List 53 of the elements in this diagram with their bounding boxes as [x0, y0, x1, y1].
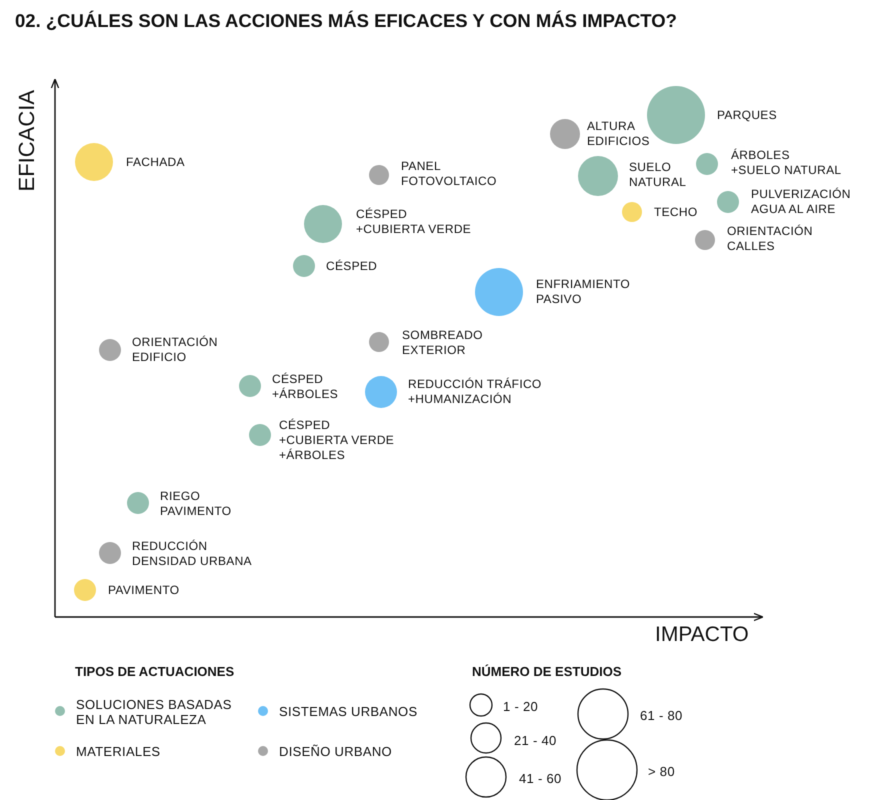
bubble-label: REDUCCIÓN DENSIDAD URBANA [132, 539, 252, 569]
axis-title: EFICACIA [16, 90, 38, 192]
legend-text: 41 - 60 [519, 771, 562, 786]
bubble [622, 202, 642, 222]
legend-text: SISTEMAS URBANOS [279, 704, 418, 719]
bubble-label: REDUCCIÓN TRÁFICO +HUMANIZACIÓN [408, 377, 542, 407]
bubble [127, 492, 149, 514]
legend-text: 21 - 40 [514, 733, 557, 748]
bubble-label: TECHO [654, 205, 698, 220]
bubble [99, 339, 121, 361]
bubble [578, 156, 618, 196]
legend-text: SOLUCIONES BASADAS EN LA NATURALEZA [76, 697, 232, 727]
bubble-label: CÉSPED +ÁRBOLES [272, 372, 338, 402]
bubble [717, 191, 739, 213]
bubble-label: PULVERIZACIÓN AGUA AL AIRE [751, 187, 851, 217]
legend-heading: TIPOS DE ACTUACIONES [75, 665, 234, 678]
title: 02. ¿CUÁLES SON LAS ACCIONES MÁS EFICACES Y CON MÁS IMPACTO? [15, 10, 677, 32]
bubble [304, 205, 342, 243]
legend-text: 61 - 80 [640, 708, 683, 723]
bubble [475, 268, 523, 316]
bubble-label: CÉSPED +CUBIERTA VERDE [356, 207, 472, 237]
bubble-label: CÉSPED +CUBIERTA VERDE +ÁRBOLES [279, 418, 394, 463]
legend-text: DISEÑO URBANO [279, 744, 392, 759]
bubble-label: ENFRIAMIENTO PASIVO [536, 277, 630, 307]
bubble-label: RIEGO PAVIMENTO [160, 489, 232, 519]
legend-text: > 80 [648, 764, 675, 779]
bubble [365, 376, 397, 408]
bubble-label: SUELO NATURAL [629, 160, 686, 190]
bubble-label: ÁRBOLES +SUELO NATURAL [731, 148, 842, 178]
bubble-label: ALTURA EDIFICIOS [587, 119, 650, 149]
bubble [550, 119, 580, 149]
bubble-label: PARQUES [717, 108, 777, 123]
bubble [369, 165, 389, 185]
bubble-label: PANEL FOTOVOLTAICO [401, 159, 497, 189]
bubble [695, 230, 715, 250]
axis-title: IMPACTO [655, 624, 749, 645]
bubble [239, 375, 261, 397]
bubble-label: ORIENTACIÓN CALLES [727, 224, 813, 254]
bubble-label: ORIENTACIÓN EDIFICIO [132, 335, 218, 365]
bubble [249, 424, 271, 446]
legend-heading: NÚMERO DE ESTUDIOS [472, 665, 622, 678]
legend-text: MATERIALES [76, 744, 160, 759]
bubble [369, 332, 389, 352]
bubble-label: SOMBREADO EXTERIOR [402, 328, 483, 358]
bubble-label: PAVIMENTO [108, 583, 180, 598]
legend-text: 1 - 20 [503, 699, 538, 714]
bubble-label: CÉSPED [326, 259, 378, 274]
bubble [696, 153, 718, 175]
bubble [74, 579, 96, 601]
bubble-label: FACHADA [126, 155, 185, 170]
bubble [293, 255, 315, 277]
bubble [99, 542, 121, 564]
bubble [75, 143, 113, 181]
